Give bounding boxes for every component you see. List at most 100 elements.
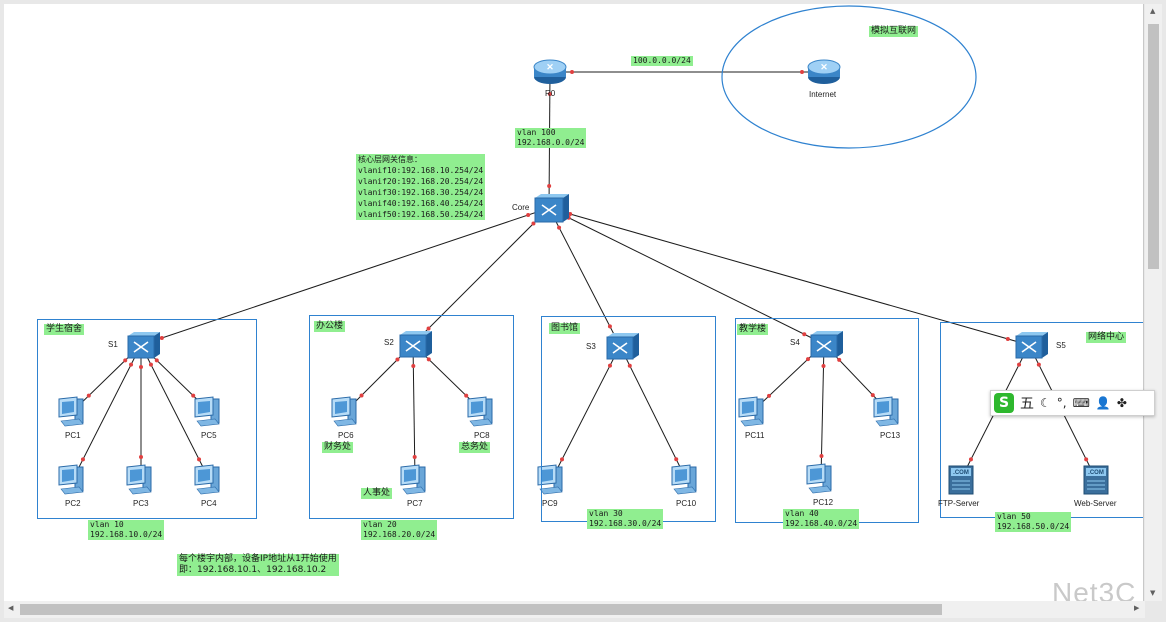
scroll-left-icon[interactable]: ◀: [8, 604, 14, 612]
router-icon[interactable]: ✕: [533, 59, 567, 84]
area-teaching[interactable]: [735, 318, 919, 523]
punctuation-icon[interactable]: °,: [1056, 396, 1067, 410]
internet-cloud-ellipse[interactable]: [721, 5, 977, 149]
port-dot: [1036, 362, 1041, 367]
port-dot: [359, 393, 364, 398]
port-dot: [526, 213, 531, 218]
port-dot: [123, 358, 128, 363]
area-label-teaching[interactable]: 教学楼: [737, 324, 769, 335]
grid-icon[interactable]: ✤: [1116, 396, 1127, 410]
scroll-down-icon[interactable]: ▼: [1150, 589, 1156, 597]
pc-icon[interactable]: [331, 396, 357, 427]
links-layer: [72, 70, 1097, 480]
vertical-scrollbar[interactable]: ▲ ▼: [1145, 4, 1162, 601]
label-vlan20[interactable]: vlan 20 192.168.20.0/24: [361, 520, 438, 540]
port-dot: [531, 221, 536, 226]
port-dot: [139, 455, 143, 459]
vertical-scroll-thumb[interactable]: [1148, 24, 1159, 269]
device-name-pc7: PC7: [407, 499, 423, 508]
label-r0-internet-subnet[interactable]: 100.0.0.0/24: [631, 56, 693, 66]
label-vlan50[interactable]: vlan 50 192.168.50.0/24: [995, 512, 1072, 532]
port-dot: [426, 357, 431, 362]
pc-icon[interactable]: [671, 464, 697, 495]
pc-icon[interactable]: [806, 463, 832, 494]
link-s1-pc3[interactable]: [139, 345, 143, 479]
label-vlan10[interactable]: vlan 10 192.168.10.0/24: [88, 520, 165, 540]
port-dot: [607, 363, 612, 368]
horizontal-scroll-thumb[interactable]: [20, 604, 942, 615]
port-dot: [968, 457, 973, 462]
area-dorm[interactable]: [37, 319, 257, 519]
pc-icon[interactable]: [58, 464, 84, 495]
link-s3-pc9[interactable]: [551, 345, 621, 480]
label-dept-general[interactable]: 总务处: [459, 442, 491, 453]
ime-mode-wubi[interactable]: 五: [1020, 396, 1034, 412]
pc-icon[interactable]: [194, 396, 220, 427]
horizontal-scrollbar[interactable]: ◀ ▶: [4, 601, 1145, 618]
moon-icon[interactable]: ☾: [1040, 396, 1051, 410]
port-dot: [870, 393, 875, 398]
port-dot: [547, 91, 552, 96]
port-dot: [547, 184, 552, 189]
pc-icon[interactable]: [467, 396, 493, 427]
port-dot: [191, 393, 196, 398]
label-ip-note[interactable]: 每个楼宇内部，设备IP地址从1开始使用 即：192.168.10.1、192.1…: [177, 554, 339, 576]
router-icon[interactable]: ✕: [807, 59, 841, 84]
port-dot: [464, 393, 469, 398]
label-dept-finance[interactable]: 财务处: [322, 442, 354, 453]
switch-icon[interactable]: [810, 331, 843, 358]
sogou-logo-icon[interactable]: S: [994, 393, 1014, 413]
device-name-pc10: PC10: [676, 499, 697, 508]
area-netcenter[interactable]: [940, 322, 1143, 518]
pc-icon[interactable]: [58, 396, 84, 427]
switch-icon[interactable]: [127, 332, 160, 359]
link-core-s2[interactable]: [412, 207, 550, 345]
scroll-right-icon[interactable]: ▶: [1134, 604, 1140, 612]
port-dot: [805, 357, 810, 362]
area-label-office[interactable]: 办公楼: [314, 321, 346, 332]
pc-icon[interactable]: [738, 396, 764, 427]
pc-icon[interactable]: [400, 464, 426, 495]
area-label-internet[interactable]: 模拟互联网: [869, 26, 919, 37]
pc-icon[interactable]: [537, 464, 563, 495]
link-s1-pc2[interactable]: [72, 344, 142, 480]
label-vlan30[interactable]: vlan 30 192.168.30.0/24: [587, 509, 664, 529]
user-icon[interactable]: 👤: [1095, 396, 1111, 410]
device-name-s4: S4: [790, 338, 800, 347]
label-r0-core-subnet[interactable]: vlan 100 192.168.0.0/24: [515, 128, 587, 148]
area-label-netcenter[interactable]: 网络中心: [1086, 332, 1127, 343]
pc-icon[interactable]: [126, 464, 152, 495]
link-s3-pc10[interactable]: [619, 345, 687, 480]
link-s1-pc4[interactable]: [140, 344, 210, 480]
label-core-gateway-info[interactable]: 核心层网关信息： vlanif10:192.168.10.254/24 vlan…: [356, 154, 486, 220]
area-label-dorm[interactable]: 学生宿舍: [44, 324, 85, 335]
area-library[interactable]: [541, 316, 716, 522]
pc-icon[interactable]: [194, 464, 220, 495]
label-vlan40[interactable]: vlan 40 192.168.40.0/24: [783, 509, 860, 529]
link-s4-pc12[interactable]: [819, 343, 826, 479]
switch-icon[interactable]: [606, 333, 639, 360]
keyboard-icon[interactable]: ⌨: [1072, 396, 1090, 410]
port-dot: [426, 326, 431, 331]
label-dept-hr[interactable]: 人事处: [361, 488, 393, 499]
port-dot: [800, 70, 804, 74]
switch-icon[interactable]: [1015, 332, 1048, 359]
device-name-pc5: PC5: [201, 431, 217, 440]
link-s2-pc7[interactable]: [411, 343, 417, 480]
ime-toolbar[interactable]: S 五 ☾ °, ⌨ 👤 ✤: [990, 390, 1155, 416]
area-office[interactable]: [309, 315, 514, 519]
scroll-up-icon[interactable]: ▲: [1150, 7, 1156, 15]
server-icon[interactable]: .COM: [948, 465, 974, 495]
device-name-s1: S1: [108, 340, 118, 349]
link-core-s3[interactable]: [548, 207, 621, 347]
area-label-library[interactable]: 图书馆: [549, 323, 581, 334]
switch-icon[interactable]: [534, 194, 569, 223]
pc-icon[interactable]: [873, 396, 899, 427]
topology-canvas[interactable]: ✕ ✕ .COM .COM 学生宿舍 办公楼 图书馆 教学楼 网络中心 模拟互联网 1…: [4, 4, 1144, 601]
port-dot: [560, 457, 565, 462]
switch-icon[interactable]: [399, 331, 432, 358]
link-core-s1[interactable]: [140, 207, 550, 346]
device-name-ftp-server: FTP-Server: [938, 499, 980, 508]
server-icon[interactable]: .COM: [1083, 465, 1109, 495]
link-r0-inet[interactable]: [550, 70, 824, 74]
